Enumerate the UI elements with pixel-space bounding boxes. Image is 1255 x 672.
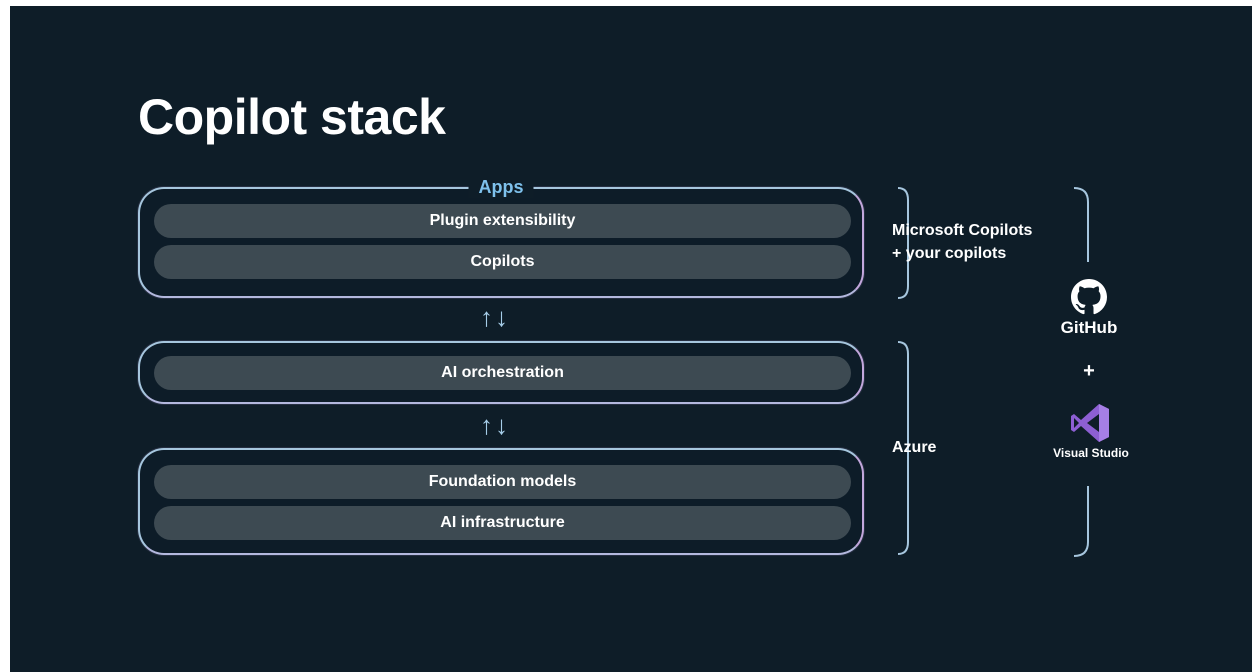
brace-tools-top <box>1073 187 1089 262</box>
brace-tools-bottom <box>1073 486 1089 557</box>
github-icon <box>1071 279 1107 315</box>
github-label: GitHub <box>1060 318 1118 337</box>
copilots-text-line2: + your copilots <box>892 245 1007 262</box>
brace-copilots-path <box>897 187 909 299</box>
foundation-group: Foundation models AI infrastructure <box>138 448 864 555</box>
layer-ai-infrastructure: AI infrastructure <box>154 506 851 540</box>
visual-studio-label: Visual Studio <box>1053 446 1129 460</box>
visual-studio-icon-notch <box>1087 414 1099 432</box>
page-title: Copilot stack <box>138 89 446 145</box>
brace-copilots <box>897 187 909 299</box>
brace-azure <box>897 341 909 555</box>
layer-copilots: Copilots <box>154 245 851 279</box>
plus-sign: + <box>1083 360 1095 382</box>
brace-tools <box>1073 187 1089 557</box>
visual-studio-icon-notch-left <box>1074 418 1079 428</box>
apps-label-lines <box>416 187 586 189</box>
slide: Copilot stack Apps Plugin extensibility … <box>10 6 1252 672</box>
apps-group: Apps Plugin extensibility Copilots <box>138 176 864 298</box>
copilots-text-line1: Microsoft Copilots <box>892 222 1033 239</box>
visual-studio-icon <box>1071 404 1109 442</box>
orchestration-group: AI orchestration <box>138 341 864 404</box>
azure-text: Azure <box>892 439 937 456</box>
layer-ai-orchestration: AI orchestration <box>154 356 851 390</box>
layer-foundation-models: Foundation models <box>154 465 851 499</box>
brace-azure-path <box>897 341 909 555</box>
apps-group-label: Apps <box>468 176 534 198</box>
arrows-up-down-2: ↑↓ <box>480 410 510 440</box>
visual-studio-icon-right <box>1099 404 1109 442</box>
arrows-up-down-1: ↑↓ <box>480 302 510 332</box>
layer-plugin-extensibility: Plugin extensibility <box>154 204 851 238</box>
